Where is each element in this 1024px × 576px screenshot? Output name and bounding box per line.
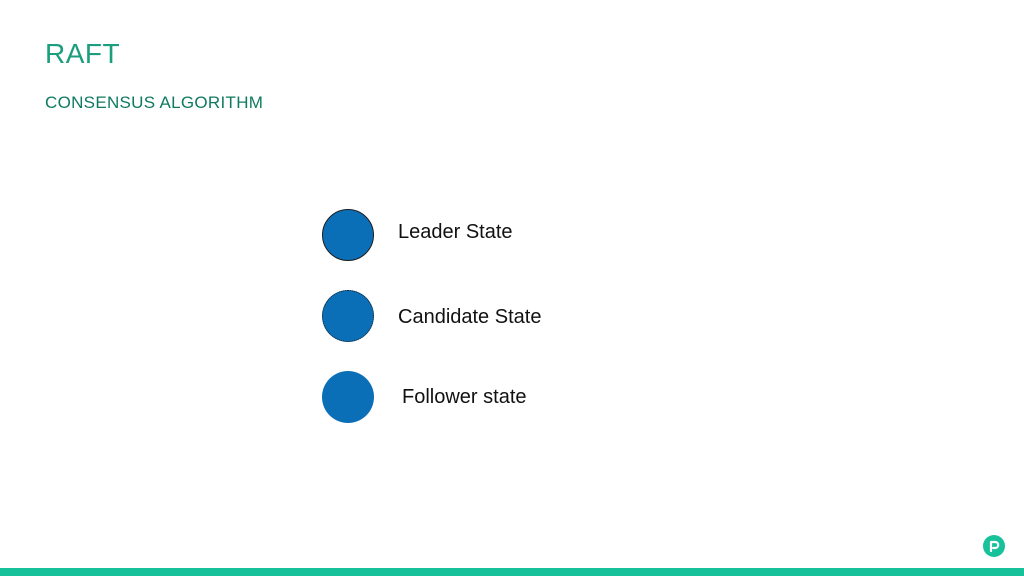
follower-state-label: Follower state xyxy=(402,386,527,408)
leader-state-label: Leader State xyxy=(398,221,513,243)
follower-state-circle xyxy=(322,371,374,423)
accent-bar xyxy=(0,568,1024,576)
candidate-state-circle xyxy=(322,290,374,342)
candidate-state-label: Candidate State xyxy=(398,306,542,328)
slide-subtitle: CONSENSUS ALGORITHM xyxy=(45,93,264,112)
slide-title: RAFT xyxy=(45,38,121,69)
leader-state-circle xyxy=(322,209,374,261)
brand-logo-icon xyxy=(983,535,1005,557)
